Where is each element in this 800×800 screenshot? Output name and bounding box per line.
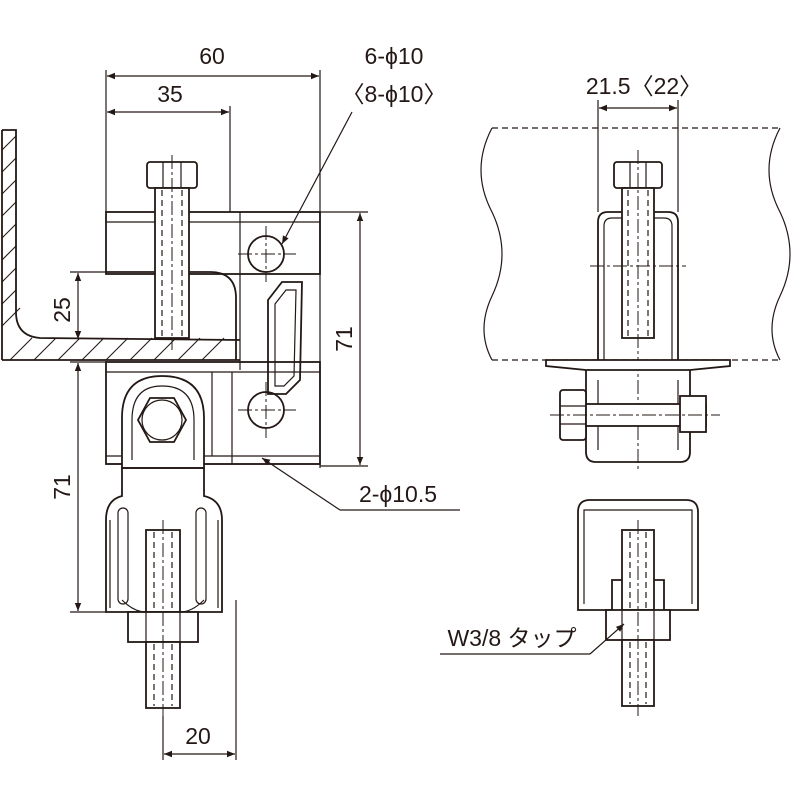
dim-height-71-left: 71 (49, 474, 75, 500)
dim-height-25: 25 (49, 297, 75, 323)
side-cross-bolt (550, 389, 720, 441)
dim-side-width: 21.5〈22〉 (586, 73, 702, 99)
front-dimensions (70, 70, 460, 760)
dim-holes-main: 6-ϕ10 (365, 43, 424, 69)
dim-holes-lower: 2-ϕ10.5 (359, 481, 437, 507)
hanger-rod (127, 520, 199, 716)
dim-width-35: 35 (157, 81, 183, 107)
lower-bracket (105, 361, 321, 465)
dim-width-20: 20 (185, 723, 211, 749)
hex-bolt (136, 397, 188, 443)
front-view: 60 35 6-ϕ10 〈8-ϕ10〉 71 25 71 2-ϕ10.5 20 (1, 43, 460, 760)
side-view: 21.5〈22〉 W3/8 タップ (440, 73, 791, 716)
beam-section (1, 129, 241, 361)
dim-holes-alt: 〈8-ϕ10〉 (342, 81, 447, 107)
side-rod (605, 520, 671, 716)
side-flange (545, 359, 731, 371)
dim-height-71-right: 71 (331, 326, 357, 352)
top-bolt (146, 155, 198, 350)
dim-width-60: 60 (199, 43, 225, 69)
side-body (585, 370, 691, 463)
side-dimensions (440, 100, 679, 655)
dim-tap: W3/8 タップ (447, 625, 576, 651)
